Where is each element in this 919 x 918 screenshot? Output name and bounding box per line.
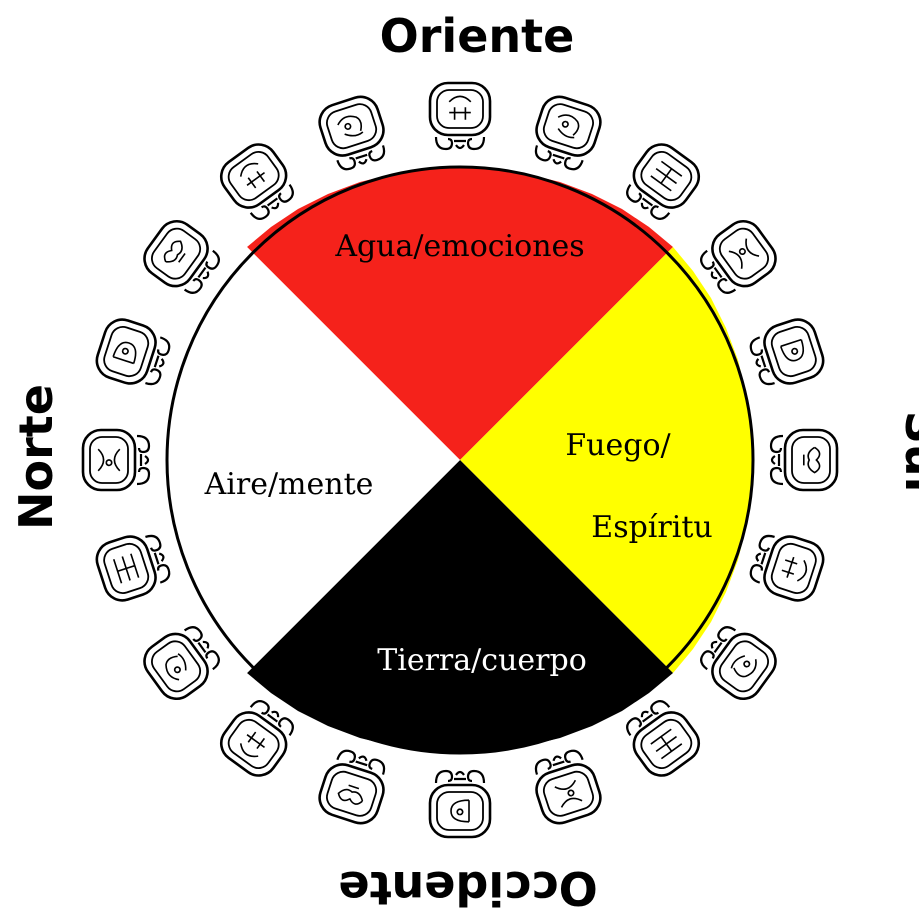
quadrant-label-earth: Tierra/cuerpo (377, 643, 587, 678)
maya-day-sign-glyph (428, 81, 492, 151)
maya-day-sign-glyph (95, 318, 171, 386)
direction-label-south: Sur (895, 411, 919, 500)
wheel (165, 165, 755, 755)
maya-day-sign-glyph (143, 626, 220, 701)
maya-day-sign-glyph (143, 219, 220, 294)
maya-day-sign-glyph (769, 428, 839, 492)
maya-day-sign-glyph (219, 143, 294, 220)
quadrant-air-mind (167, 247, 460, 673)
quadrant-earth-body (247, 460, 673, 753)
quadrant-label-fire-line1: Fuego/ (565, 428, 671, 463)
maya-day-sign-glyph (749, 318, 825, 386)
direction-label-north: Norte (9, 384, 63, 530)
direction-label-west: Occidente (338, 861, 597, 915)
maya-day-sign-glyph (318, 749, 386, 825)
maya-day-sign-glyph (95, 534, 171, 602)
quadrant-label-air: Aire/mente (204, 467, 374, 502)
maya-day-sign-glyph (700, 626, 777, 701)
maya-day-sign-glyph (219, 700, 294, 777)
maya-day-sign-glyph (534, 95, 602, 171)
quadrant-water-emotions (247, 167, 673, 460)
maya-day-sign-glyph (700, 219, 777, 294)
quadrant-fire-spirit (460, 247, 753, 673)
maya-day-sign-glyph (749, 534, 825, 602)
glyph-ring (81, 81, 839, 839)
maya-day-sign-glyph (428, 769, 492, 839)
maya-day-sign-glyph (81, 428, 151, 492)
quadrant-label-water: Agua/emociones (334, 229, 584, 264)
maya-day-sign-glyph (626, 143, 701, 220)
maya-day-sign-glyph (534, 749, 602, 825)
quadrant-label-fire-line2: Espíritu (591, 510, 712, 545)
maya-day-sign-glyph (626, 700, 701, 777)
wheel-outline (165, 165, 755, 755)
maya-day-sign-glyph (318, 95, 386, 171)
direction-label-east: Oriente (380, 9, 575, 63)
